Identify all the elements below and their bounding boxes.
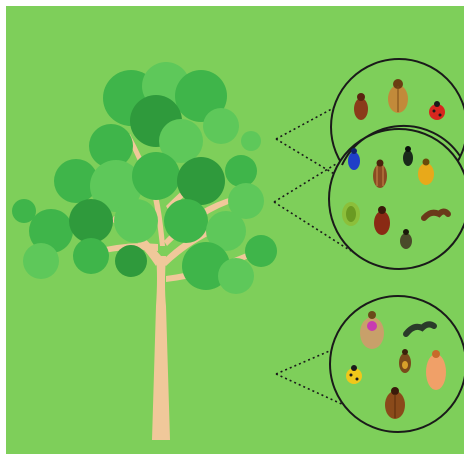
green-beetle-icon — [342, 202, 360, 226]
tree-insect-diagram — [6, 6, 464, 454]
middle-canopy-circle — [329, 129, 464, 269]
illustration-panel — [6, 6, 464, 454]
